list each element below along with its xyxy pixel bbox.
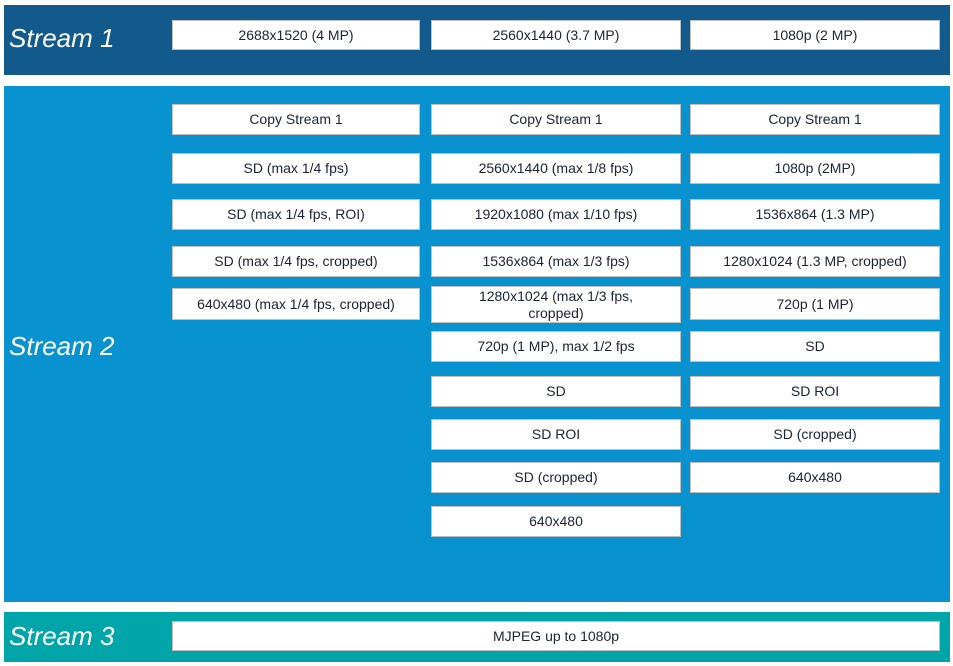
stream2-label: Stream 2 <box>9 331 115 361</box>
stream2-col2-option: 1920x1080 (max 1/10 fps) <box>431 199 681 230</box>
stream2-col2-option: 2560x1440 (max 1/8 fps) <box>431 153 681 184</box>
stream2-col2-option: SD <box>431 376 681 407</box>
stream2-col1-option: Copy Stream 1 <box>172 104 420 135</box>
stream3-label: Stream 3 <box>9 621 115 651</box>
stream2-col3-option: SD <box>690 331 940 362</box>
stream1-option: 1080p (2 MP) <box>690 20 940 50</box>
stream1-option: 2688x1520 (4 MP) <box>172 20 420 50</box>
stream2-col3-option: 1080p (2MP) <box>690 153 940 184</box>
stream2-col2-option: 720p (1 MP), max 1/2 fps <box>431 331 681 362</box>
stream2-col2-option: 640x480 <box>431 506 681 537</box>
stream2-col3-option: 1536x864 (1.3 MP) <box>690 199 940 230</box>
stream2-col2-option: 1536x864 (max 1/3 fps) <box>431 246 681 277</box>
stream2-col3-option: Copy Stream 1 <box>690 104 940 135</box>
stream2-col2-option: Copy Stream 1 <box>431 104 681 135</box>
stream2-col3-option: 640x480 <box>690 462 940 493</box>
stream2-col3-option: 1280x1024 (1.3 MP, cropped) <box>690 246 940 277</box>
stream2-col3-option: 720p (1 MP) <box>690 288 940 320</box>
stream2-col1-option: SD (max 1/4 fps, cropped) <box>172 246 420 277</box>
stream1-label: Stream 1 <box>9 23 115 53</box>
stream2-col1-option: 640x480 (max 1/4 fps, cropped) <box>172 288 420 320</box>
stream2-col2-option: SD ROI <box>431 419 681 450</box>
stream2-col3-option: SD (cropped) <box>690 419 940 450</box>
stream3-option: MJPEG up to 1080p <box>172 621 940 651</box>
stream2-col3-option: SD ROI <box>690 376 940 407</box>
stream2-col2-option: 1280x1024 (max 1/3 fps, cropped) <box>431 286 681 323</box>
stream1-option: 2560x1440 (3.7 MP) <box>431 20 681 50</box>
stream2-col2-option: SD (cropped) <box>431 462 681 493</box>
stream2-col1-option: SD (max 1/4 fps) <box>172 153 420 184</box>
stream2-col1-option: SD (max 1/4 fps, ROI) <box>172 199 420 230</box>
